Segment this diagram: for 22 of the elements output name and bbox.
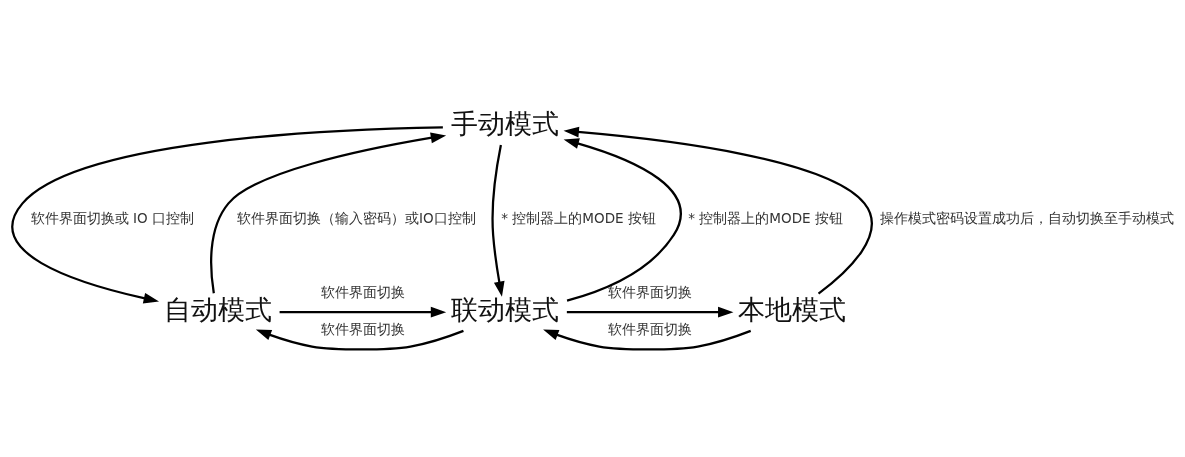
arrow: [279, 306, 447, 318]
edge-label: 软件界面切换或 IO 口控制: [30, 209, 194, 226]
edge-label: 软件界面切换: [607, 321, 692, 338]
edge-label: 软件界面切换（输入密码）或IO口控制: [237, 209, 476, 226]
arrow: [566, 306, 734, 318]
arrow: [255, 329, 464, 351]
node-text: 联动模式: [450, 293, 559, 325]
arrow: [491, 144, 505, 297]
edge-label: 软件界面切换: [320, 321, 405, 338]
node-text: 自动模式: [163, 293, 272, 325]
arrow: [11, 126, 443, 304]
edge-label: 软件界面切换: [607, 284, 692, 301]
edge-label: 操作模式密码设置成功后，自动切换至手动模式: [879, 209, 1174, 226]
node-text: 本地模式: [738, 293, 847, 325]
edge-label: * 控制器上的MODE 按钮: [501, 209, 656, 226]
arrow: [210, 132, 447, 294]
node-text: 手动模式: [450, 107, 559, 139]
edge-label: 软件界面切换: [320, 284, 405, 301]
arrow: [543, 329, 752, 351]
arrow: [563, 138, 682, 302]
edge-label: * 控制器上的MODE 按钮: [688, 209, 843, 226]
arrow: [563, 126, 873, 295]
